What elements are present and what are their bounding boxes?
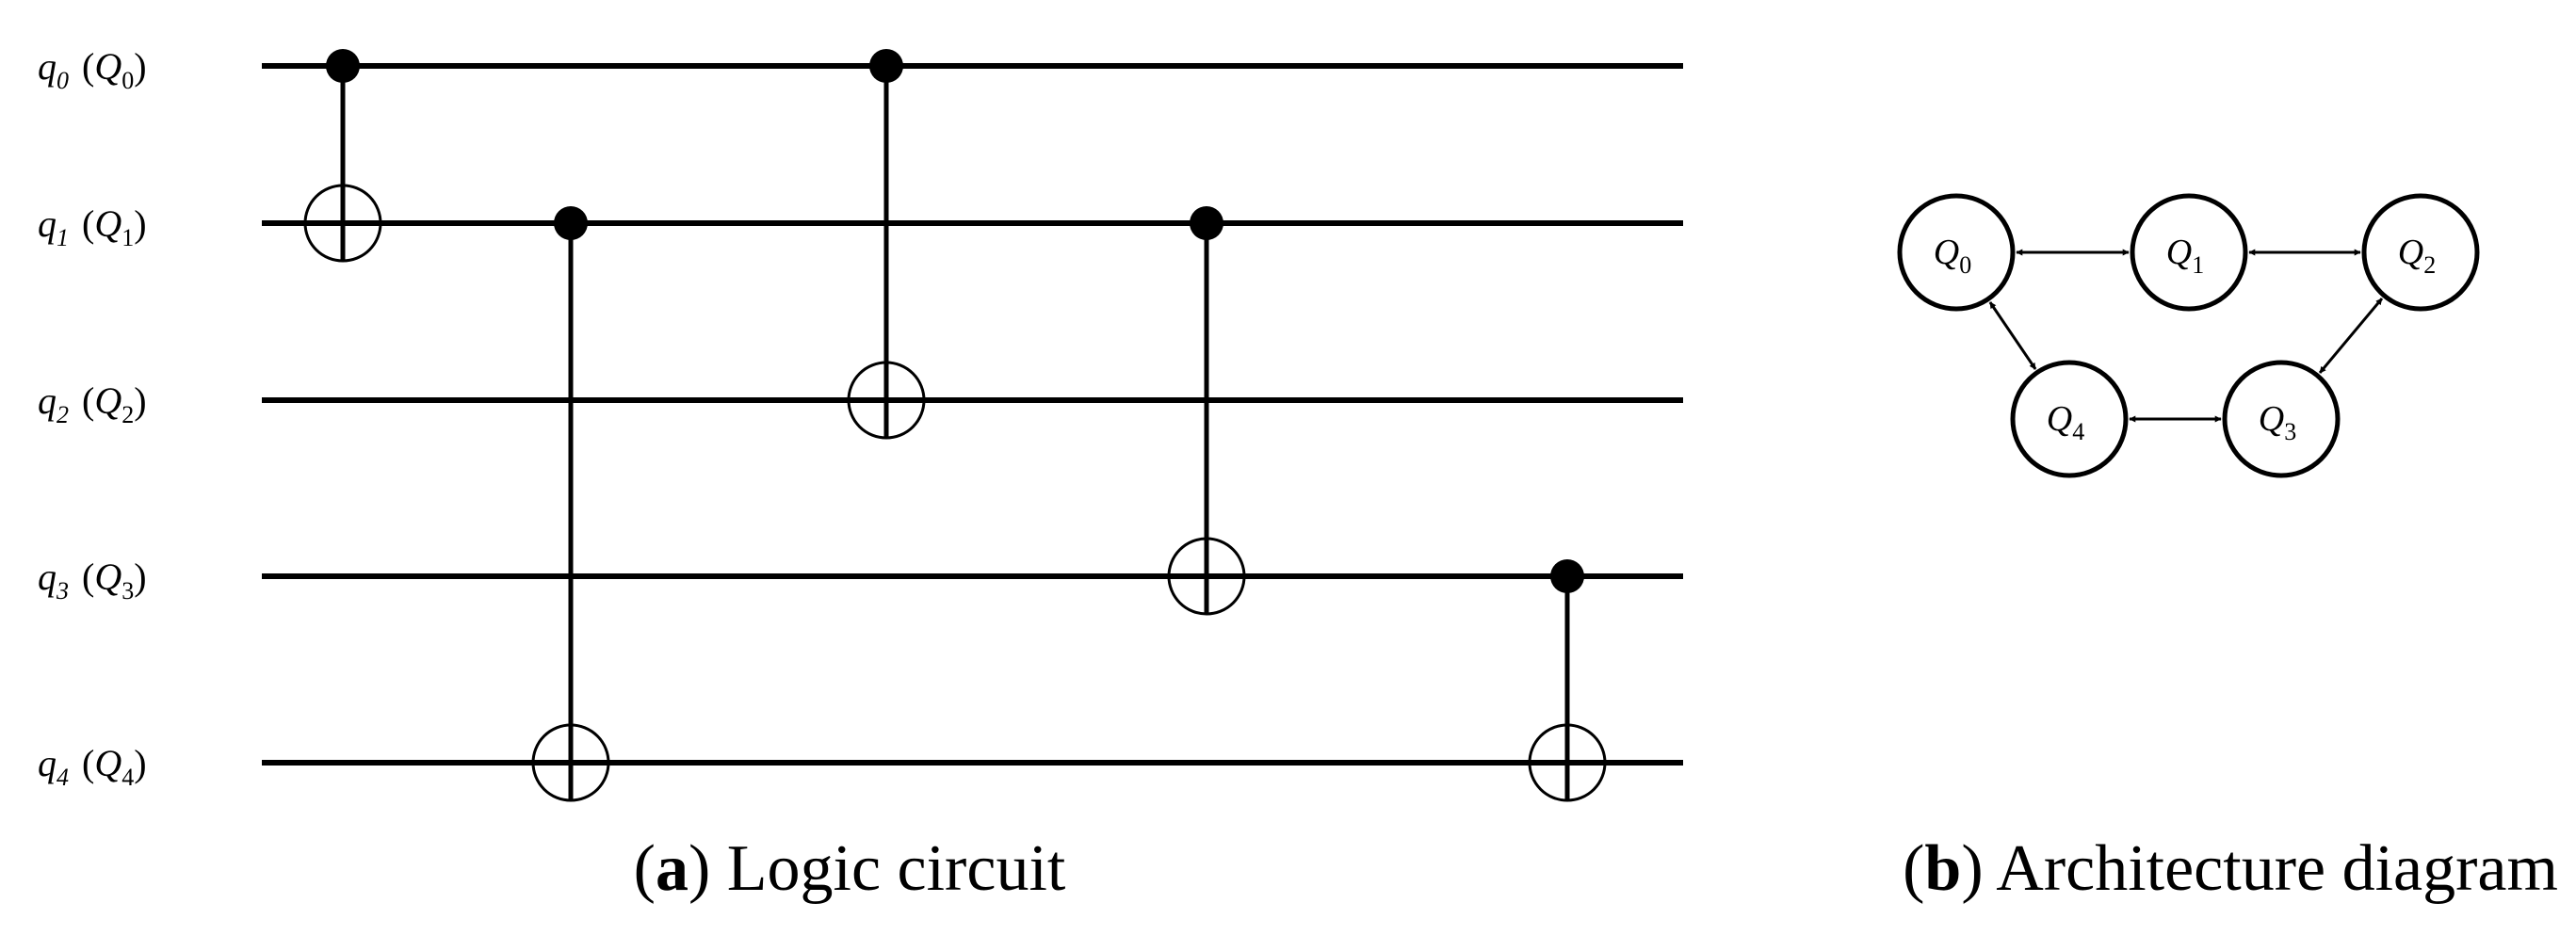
node-label: Q2 (2398, 233, 2436, 279)
node-label-index: 4 (2072, 418, 2084, 445)
logical-qubit-name: q (38, 202, 57, 245)
logical-qubit-index: 4 (57, 764, 69, 791)
node-label-name: Q (2259, 399, 2284, 439)
cnot-gates (303, 49, 1607, 802)
physical-qubit-index: 1 (122, 224, 134, 251)
caption-logic-circuit: (a) Logic circuit (634, 832, 1066, 905)
close-paren: ) (134, 742, 146, 784)
caption-architecture-diagram: (b) Architecture diagram (1903, 832, 2558, 905)
node-label-index: 1 (2192, 251, 2204, 279)
physical-qubit-name: Q (94, 742, 122, 784)
node-q2: Q2 (2361, 193, 2480, 312)
open-paren: ( (82, 379, 94, 422)
caption-letter-b: b (1924, 832, 1961, 905)
node-label: Q0 (1934, 233, 1971, 279)
node-q0: Q0 (1897, 193, 2016, 312)
control-dot (1190, 206, 1223, 240)
cnot-gate-4 (1528, 559, 1607, 802)
qubit-label-2: q2(Q2) (38, 379, 147, 428)
logical-qubit-index: 0 (57, 67, 69, 94)
open-paren: ( (82, 202, 94, 245)
open-paren: ( (82, 556, 94, 598)
cnot-gate-2 (847, 49, 926, 440)
logical-qubit-name: q (38, 45, 57, 88)
control-dot (326, 49, 360, 83)
logical-qubit-index: 3 (56, 577, 69, 605)
close-paren: ) (134, 556, 146, 598)
node-label: Q3 (2259, 399, 2296, 445)
cnot-gate-0 (303, 49, 382, 263)
node-label-name: Q (2047, 399, 2072, 439)
logical-qubit-index: 2 (57, 401, 69, 428)
node-label-index: 0 (1959, 251, 1971, 279)
qubit-label-4: q4(Q4) (38, 742, 147, 791)
caption-text-logic-circuit: Logic circuit (727, 832, 1066, 905)
node-circle (2010, 360, 2129, 478)
physical-qubit-name: Q (94, 45, 122, 88)
node-circle (2130, 193, 2248, 312)
qubit-label-0: q0(Q0) (38, 45, 147, 94)
node-circle (2222, 360, 2341, 478)
control-dot (869, 49, 903, 83)
close-paren: ) (134, 202, 146, 245)
control-dot (554, 206, 588, 240)
qubit-labels: q0(Q0)q1(Q1)q2(Q2)q3(Q3)q4(Q4) (38, 45, 147, 791)
node-q3: Q3 (2222, 360, 2341, 478)
logical-qubit-name: q (38, 556, 57, 598)
open-paren: ( (82, 742, 94, 784)
node-label: Q4 (2047, 399, 2084, 445)
physical-qubit-index: 3 (122, 577, 134, 605)
logical-qubit-name: q (38, 379, 57, 422)
node-q1: Q1 (2130, 193, 2248, 312)
coupling-edge-q0-q4 (1988, 301, 2037, 370)
physical-qubit-index: 2 (122, 401, 134, 428)
cnot-gate-3 (1167, 206, 1246, 616)
physical-qubit-index: 4 (122, 764, 134, 791)
node-label-name: Q (2166, 233, 2192, 272)
coupling-edges (1988, 249, 2384, 423)
qubit-label-1: q1(Q1) (38, 202, 147, 251)
open-paren: ( (82, 45, 94, 88)
node-label-index: 2 (2423, 251, 2436, 279)
close-paren: ) (134, 45, 146, 88)
qubit-label-3: q3(Q3) (38, 556, 147, 605)
node-circle (1897, 193, 2016, 312)
node-label: Q1 (2166, 233, 2204, 279)
control-dot (1550, 559, 1584, 593)
node-label-name: Q (1934, 233, 1959, 272)
node-circle (2361, 193, 2480, 312)
logical-qubit-name: q (38, 742, 57, 784)
node-label-index: 3 (2284, 418, 2296, 445)
coupling-edge-q3-q2 (2318, 298, 2384, 374)
physical-qubit-name: Q (94, 556, 122, 598)
logic-circuit: q0(Q0)q1(Q1)q2(Q2)q3(Q3)q4(Q4) (a) Logic… (38, 45, 1683, 905)
physical-qubit-index: 0 (122, 67, 134, 94)
physical-qubit-name: Q (94, 379, 122, 422)
close-paren: ) (134, 379, 146, 422)
cnot-gate-1 (531, 206, 610, 802)
node-q4: Q4 (2010, 360, 2129, 478)
qubit-wires (262, 63, 1683, 766)
caption-letter-a: a (656, 832, 689, 905)
logical-qubit-index: 1 (57, 224, 69, 251)
physical-qubit-name: Q (94, 202, 122, 245)
caption-text-architecture-diagram: Architecture diagram (1996, 832, 2558, 905)
node-label-name: Q (2398, 233, 2423, 272)
